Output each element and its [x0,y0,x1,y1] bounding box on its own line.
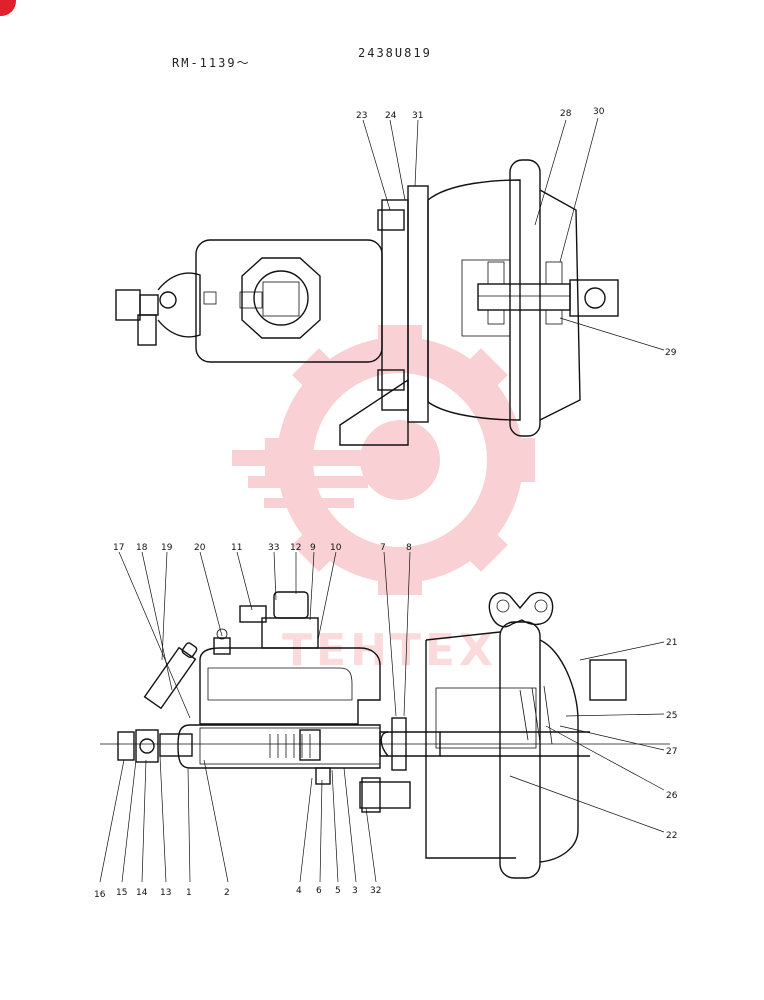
callout-5: 5 [335,886,341,896]
callout-24: 24 [385,111,397,121]
section-view-callouts: 17 18 19 20 11 33 12 9 10 7 8 21 25 27 2… [94,543,678,900]
callout-1: 1 [186,888,192,898]
drawing-number: 2438U819 [358,46,432,60]
clamp-bolt-assembly [477,283,571,311]
callout-15: 15 [116,888,127,898]
callout-26: 26 [666,791,678,801]
callout-27: 27 [666,747,677,757]
piston-spring [269,734,311,758]
clamp-ring [509,159,541,437]
callout-31: 31 [412,111,423,121]
callout-16: 16 [94,890,106,900]
callout-25: 25 [666,711,677,721]
callout-18: 18 [136,543,148,553]
hex-nut [241,257,321,339]
callout-6: 6 [316,886,322,896]
inlet-fitting [117,731,135,761]
callout-29: 29 [665,348,677,358]
callout-22: 22 [666,831,677,841]
brake-chamber-rear [539,189,581,421]
callout-3: 3 [352,886,358,896]
section-view [100,591,670,879]
brake-chamber-front [427,179,521,421]
callout-19: 19 [161,543,173,553]
callout-8: 8 [406,543,412,553]
callout-11: 11 [231,543,242,553]
callout-33: 33 [268,543,279,553]
diaphragm-plate [435,687,537,749]
callout-20: 20 [194,543,206,553]
clamp-ring-section [499,621,541,879]
upper-housing [199,647,381,725]
callout-4: 4 [296,886,302,896]
callout-17: 17 [113,543,124,553]
callout-23: 23 [356,111,367,121]
callout-2: 2 [224,888,230,898]
callout-12: 12 [290,543,301,553]
callout-13: 13 [160,888,171,898]
callout-10: 10 [330,543,342,553]
callout-30: 30 [593,107,605,117]
return-spring [519,685,553,745]
callout-32: 32 [370,886,381,896]
callout-7: 7 [380,543,386,553]
callout-14: 14 [136,888,148,898]
top-view-leaders [362,117,665,351]
bracket [589,659,627,701]
callout-9: 9 [310,543,316,553]
cylinder-body [177,724,381,769]
section-view-leaders [99,551,665,883]
callout-28: 28 [560,109,572,119]
lifting-eye [488,591,554,628]
top-view [115,159,619,446]
callout-21: 21 [666,638,677,648]
hex-fitting [115,289,141,321]
watermark-logo [232,325,535,595]
mounting-foot [339,378,409,446]
brake-chamber-section [425,640,516,859]
watermark-text: TEHTEX [282,625,497,676]
mounting-tab [569,279,619,317]
top-view-callouts: 23 24 31 28 30 29 [356,107,677,358]
bleeder-screw [143,646,197,710]
model-range-label: RM-1139～ [172,56,251,70]
